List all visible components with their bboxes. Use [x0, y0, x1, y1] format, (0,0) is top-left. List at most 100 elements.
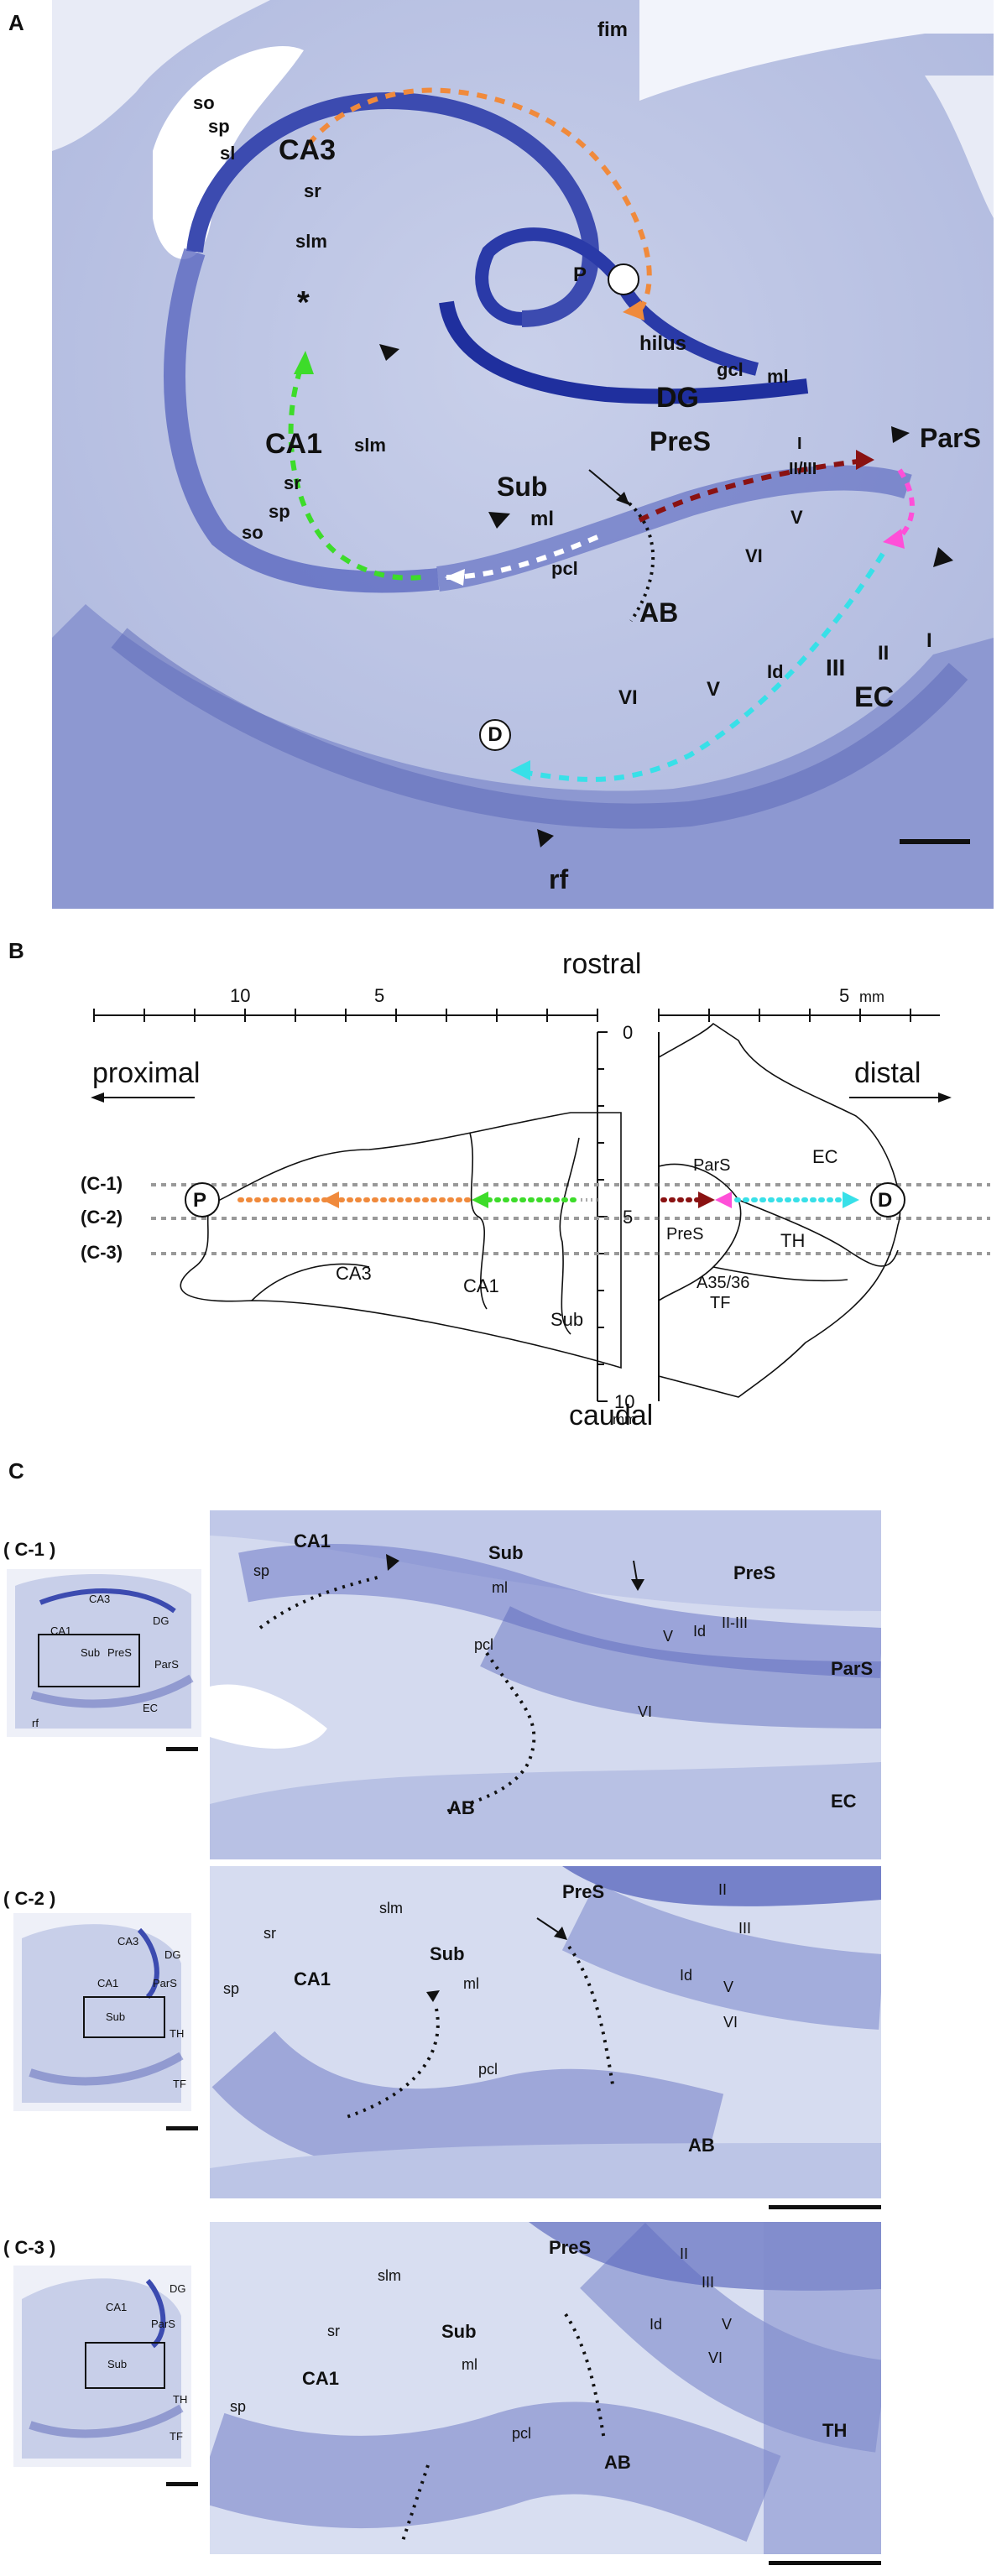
- thumb-c1-ca1: CA1: [50, 1624, 72, 1637]
- thumbnail-c2: CA3 DG CA1 ParS Sub TH TF: [13, 1913, 191, 2111]
- label-id: Id: [767, 661, 784, 682]
- label-ca1: CA1: [265, 428, 323, 460]
- c3-label-v: V: [722, 2316, 733, 2333]
- label-rf: rf: [549, 864, 569, 894]
- c3-label-sr: sr: [327, 2323, 340, 2339]
- c3-label-pres: PreS: [549, 2237, 592, 2258]
- c1-label-ab: AB: [448, 1797, 475, 1818]
- label-ii: II: [878, 642, 890, 665]
- label-b-th: TH: [780, 1230, 806, 1251]
- label-rostral: rostral: [562, 948, 642, 980]
- c3-label-id: Id: [650, 2316, 663, 2333]
- micrograph-c3: PreS II slm III Id V VI sr Sub CA1 ml sp…: [210, 2222, 881, 2554]
- row-tag-c2: ( C-2 ): [3, 1888, 56, 1909]
- c2-label-ml: ml: [463, 1975, 479, 1992]
- thumb-c3-pars: ParS: [151, 2318, 175, 2330]
- thumb-c1-rf: rf: [32, 1717, 39, 1729]
- c2-label-pres: PreS: [562, 1881, 605, 1902]
- label-ca3: CA3: [279, 134, 337, 166]
- c1-label-pres: PreS: [733, 1562, 776, 1583]
- c3-label-ml: ml: [462, 2356, 477, 2373]
- c2-label-vi: VI: [723, 2014, 738, 2031]
- thumb-c2-th: TH: [170, 2027, 185, 2040]
- label-b-sub: Sub: [550, 1309, 584, 1330]
- c1-label-sp: sp: [253, 1562, 270, 1579]
- label-pres-i: I: [797, 435, 802, 453]
- thumbnail-c3: DG CA1 ParS Sub TH TF: [13, 2266, 191, 2467]
- thumb-c2-tf: TF: [173, 2078, 186, 2090]
- c3-label-ab: AB: [604, 2452, 631, 2473]
- c1-label-vi: VI: [638, 1703, 653, 1720]
- panel-b-diagram: rostral caudal proximal distal 10 5 5 mm…: [0, 948, 1007, 1435]
- label-hilus: hilus: [639, 332, 687, 355]
- label-level-c3: (C-3): [81, 1242, 123, 1263]
- c3-label-slm: slm: [378, 2267, 401, 2284]
- label-b-pars: ParS: [693, 1156, 731, 1175]
- thumb-c2-dg: DG: [164, 1948, 181, 1961]
- label-fim: fim: [597, 18, 628, 41]
- thumb-c2-pars: ParS: [153, 1977, 177, 1989]
- micrograph-c2-drawing: [210, 1866, 881, 2198]
- label-star: *: [297, 285, 310, 321]
- label-level-c2: (C-2): [81, 1207, 123, 1228]
- panel-a-micrograph: fim so sp sl CA3 sr slm P * hilus gcl ml…: [52, 0, 994, 909]
- c1-label-ca1: CA1: [294, 1530, 331, 1551]
- c1-label-ec: EC: [831, 1791, 857, 1812]
- label-pres-v: V: [790, 507, 803, 528]
- c2-label-iii: III: [738, 1920, 752, 1937]
- label-pres-ii-iii: II/III: [789, 460, 817, 478]
- thumb-c2-ca3: CA3: [117, 1935, 139, 1948]
- thumbnail-c3-drawing: [13, 2266, 191, 2467]
- label-ml: ml: [530, 508, 555, 530]
- label-b-p: P: [193, 1189, 207, 1212]
- thumb-c3-th: TH: [173, 2393, 188, 2406]
- c2-label-ab: AB: [688, 2135, 715, 2156]
- c1-label-sub: Sub: [488, 1542, 524, 1563]
- label-ml-dg: ml: [767, 366, 789, 387]
- c2-label-slm: slm: [379, 1900, 403, 1916]
- label-sr-top: sr: [304, 180, 321, 201]
- label-b-ca3: CA3: [336, 1263, 372, 1284]
- label-level-c1: (C-1): [81, 1173, 123, 1194]
- c3-label-th: TH: [822, 2420, 848, 2441]
- c3-label-ii: II: [680, 2245, 689, 2262]
- thumb-c3-dg: DG: [170, 2282, 186, 2295]
- label-vi: VI: [618, 686, 638, 709]
- thumb-c3-sub: Sub: [107, 2358, 128, 2370]
- panel-letter-c: C: [8, 1458, 24, 1484]
- c1-label-v: V: [663, 1628, 674, 1645]
- panel-a-section-drawing: [52, 0, 994, 909]
- micrograph-c2: slm PreS II III sr CA1 Sub ml Id V sp VI…: [210, 1866, 881, 2198]
- c3-label-sp: sp: [230, 2398, 247, 2415]
- label-sub: Sub: [497, 472, 548, 502]
- c2-label-sub: Sub: [430, 1943, 465, 1964]
- label-so: so: [242, 522, 263, 543]
- scale-bar-c2: [769, 2205, 881, 2209]
- thumbnail-c1: CA3 DG CA1 Sub PreS ParS rf EC: [7, 1569, 201, 1737]
- label-distal: distal: [854, 1057, 921, 1089]
- label-b-ec: EC: [812, 1146, 838, 1167]
- label-pcl: pcl: [551, 558, 578, 579]
- label-proximal: proximal: [92, 1057, 201, 1089]
- label-so-top: so: [193, 92, 215, 113]
- c2-label-sp: sp: [223, 1980, 240, 1997]
- label-d-circle: D: [488, 723, 503, 746]
- c1-label-id: Id: [693, 1623, 707, 1640]
- label-pars: ParS: [920, 423, 981, 453]
- c2-label-ca1: CA1: [294, 1969, 331, 1989]
- tick-label-5-left: 5: [374, 985, 385, 1006]
- scale-bar-thumb-c1: [166, 1747, 198, 1751]
- panel-letter-a: A: [8, 10, 24, 35]
- scale-bar-c3: [769, 2561, 881, 2565]
- c2-label-sr: sr: [263, 1925, 276, 1942]
- label-p-circle: P: [572, 263, 587, 286]
- c2-label-pcl: pcl: [478, 2061, 498, 2078]
- c3-label-ca1: CA1: [302, 2368, 340, 2389]
- micrograph-c1-drawing: [210, 1510, 881, 1859]
- thumbnail-c2-drawing: [13, 1913, 191, 2111]
- thumb-c1-ec: EC: [143, 1702, 159, 1714]
- thumb-c2-sub: Sub: [106, 2010, 126, 2023]
- label-b-pres: PreS: [666, 1225, 704, 1244]
- scale-bar-thumb-c3: [166, 2482, 198, 2486]
- c3-label-sub: Sub: [441, 2321, 477, 2342]
